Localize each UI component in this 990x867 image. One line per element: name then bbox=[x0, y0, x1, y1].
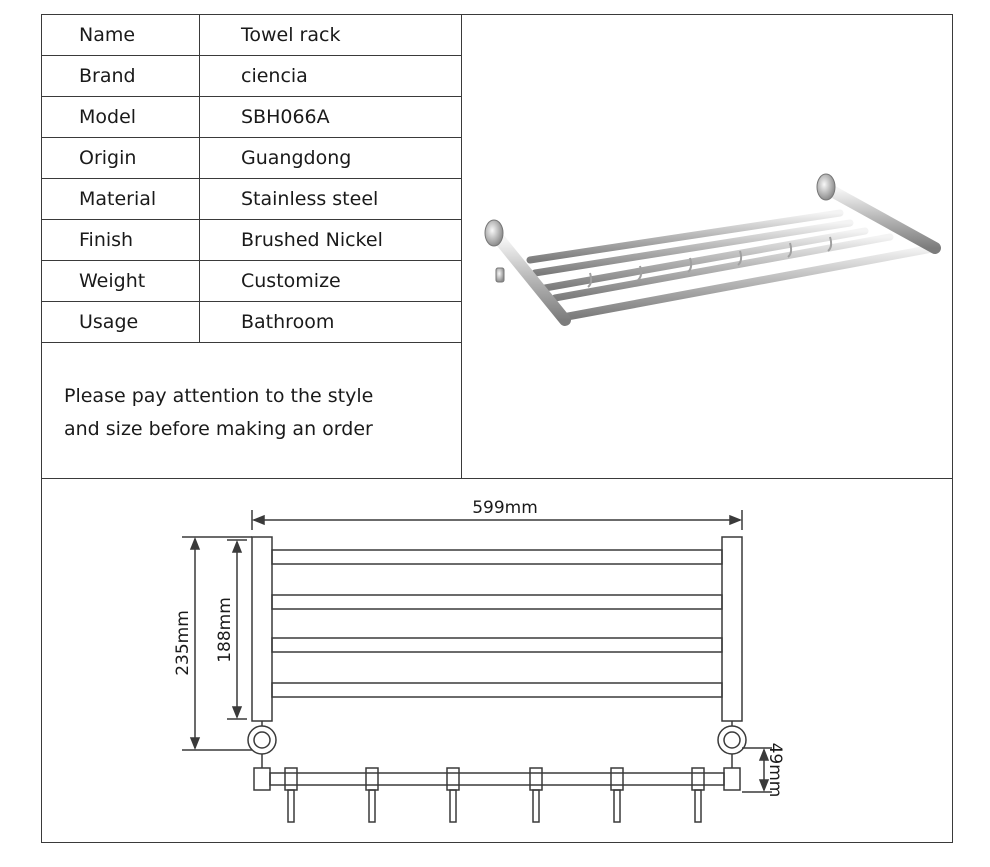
spec-value: Bathroom bbox=[199, 301, 462, 343]
spec-label: Weight bbox=[41, 260, 200, 302]
drawing-lines bbox=[182, 510, 772, 823]
spec-value: Stainless steel bbox=[199, 178, 462, 220]
rack-bars bbox=[494, 184, 941, 326]
bottom-panel-border bbox=[41, 479, 953, 843]
order-note-line-2: and size before making an order bbox=[64, 418, 373, 440]
hooks bbox=[587, 236, 833, 288]
dimension-drawing: 599mm 235mm 188mm 49mm bbox=[173, 498, 785, 823]
rack-height-arrows bbox=[231, 539, 243, 720]
left-wall-flange bbox=[484, 219, 504, 247]
spec-value: SBH066A bbox=[199, 96, 462, 138]
spec-label: Usage bbox=[41, 301, 200, 343]
panel-divider bbox=[461, 14, 462, 479]
spec-label: Material bbox=[41, 178, 200, 220]
spec-value: Towel rack bbox=[199, 14, 462, 56]
hook-offset-arrows bbox=[758, 747, 770, 793]
spec-value: Brushed Nickel bbox=[199, 219, 462, 261]
hook-offset-label: 49mm bbox=[765, 743, 785, 798]
towel-rack-photo bbox=[484, 173, 941, 326]
order-note-line-1: Please pay attention to the style bbox=[64, 385, 374, 407]
right-wall-flange bbox=[816, 173, 836, 201]
width-arrows bbox=[251, 514, 743, 526]
spec-label: Name bbox=[41, 14, 200, 56]
spec-value: ciencia bbox=[199, 55, 462, 97]
overall-height-label: 235mm bbox=[173, 610, 193, 676]
spec-label: Origin bbox=[41, 137, 200, 179]
spec-label: Brand bbox=[41, 55, 200, 97]
mount-bracket bbox=[495, 267, 505, 283]
spec-label: Finish bbox=[41, 219, 200, 261]
spec-label: Model bbox=[41, 96, 200, 138]
order-note: Please pay attention to the style and si… bbox=[64, 380, 444, 446]
width-label: 599mm bbox=[472, 498, 538, 518]
rack-height-label: 188mm bbox=[215, 597, 235, 663]
overall-height-arrows bbox=[189, 536, 201, 751]
spec-value: Customize bbox=[199, 260, 462, 302]
spec-value: Guangdong bbox=[199, 137, 462, 179]
